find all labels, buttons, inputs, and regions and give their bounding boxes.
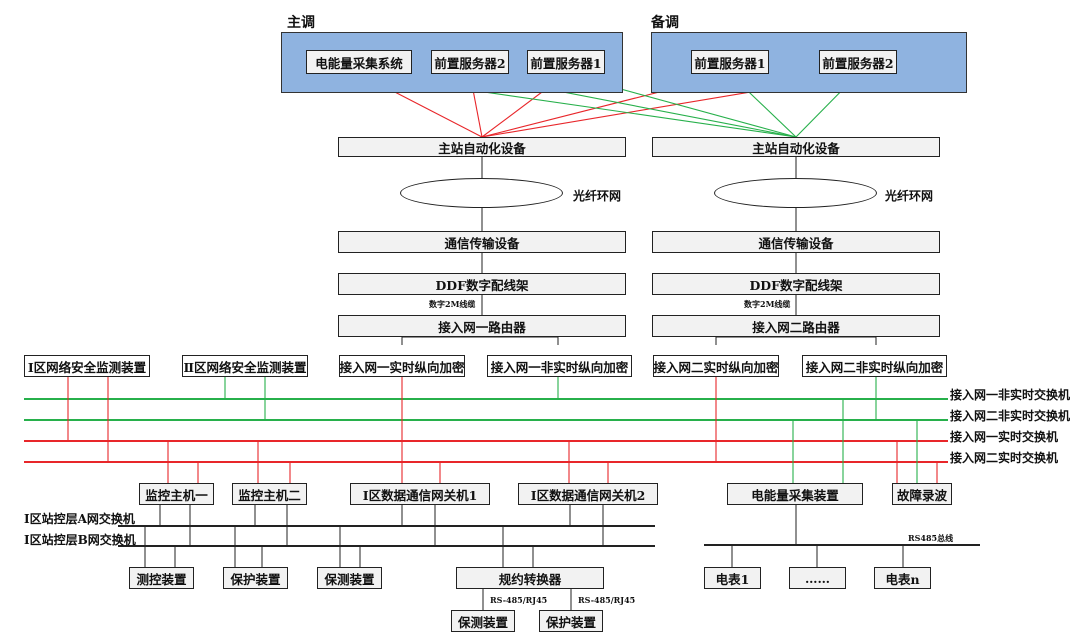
zone2-security-monitor[interactable]: Ⅱ区网络安全监测装置 [182, 355, 308, 377]
backup-fiber-ring-label: 光纤环网 [885, 189, 934, 203]
sub-device-protect-measure[interactable]: 保测装置 [451, 610, 515, 632]
backup-fiber-ring[interactable] [714, 178, 877, 208]
server-energy-system[interactable]: 电能量采集系统 [306, 50, 412, 74]
main-fiber-ring[interactable] [400, 178, 563, 208]
main-encrypt-realtime[interactable]: 接入网一实时纵向加密 [339, 355, 465, 377]
main-router[interactable]: 接入网一路由器 [338, 315, 626, 337]
meter-1[interactable]: 电表1 [704, 567, 761, 589]
bus-label-net1-rt: 接入网一实时交换机 [950, 430, 1059, 444]
server-front-2-backup[interactable]: 前置服务器2 [819, 50, 897, 74]
main-fiber-ring-label: 光纤环网 [573, 189, 622, 203]
backup-automation-device[interactable]: 主站自动化设备 [652, 137, 940, 157]
rs485-bus-label: RS485总线 [908, 533, 954, 543]
zone1-security-monitor[interactable]: Ⅰ区网络安全监测装置 [24, 355, 150, 377]
device-measure-control[interactable]: 测控装置 [129, 567, 194, 589]
protocol-converter[interactable]: 规约转换器 [456, 567, 604, 589]
bus-label-net2-nrt: 接入网二非实时交换机 [950, 409, 1071, 423]
backup-cable-label: 数字2M线缆 [744, 299, 791, 309]
backup-transmission-device[interactable]: 通信传输设备 [652, 231, 940, 253]
backup-encrypt-nonrealtime[interactable]: 接入网二非实时纵向加密 [802, 355, 947, 377]
gateway-1[interactable]: Ⅰ区数据通信网关机1 [350, 483, 490, 505]
server-front-1-main[interactable]: 前置服务器1 [527, 50, 605, 74]
main-ddf-frame[interactable]: DDF数字配线架 [338, 273, 626, 295]
main-cable-label: 数字2M线缆 [429, 299, 476, 309]
main-encrypt-nonrealtime[interactable]: 接入网一非实时纵向加密 [487, 355, 632, 377]
backup-encrypt-realtime[interactable]: 接入网二实时纵向加密 [653, 355, 779, 377]
bus-label-net1-nrt: 接入网一非实时交换机 [950, 388, 1071, 402]
device-protection[interactable]: 保护装置 [223, 567, 288, 589]
iface-label-1: RS-485/RJ45 [490, 595, 548, 605]
main-transmission-device[interactable]: 通信传输设备 [338, 231, 626, 253]
main-site-title: 主调 [287, 15, 315, 31]
bus-label-net2-rt: 接入网二实时交换机 [950, 451, 1059, 465]
monitor-host-1[interactable]: 监控主机一 [139, 483, 214, 505]
main-automation-device[interactable]: 主站自动化设备 [338, 137, 626, 157]
server-front-1-backup[interactable]: 前置服务器1 [691, 50, 769, 74]
backup-router[interactable]: 接入网二路由器 [652, 315, 940, 337]
backup-ddf-frame[interactable]: DDF数字配线架 [652, 273, 940, 295]
switch-a-label: Ⅰ区站控层A网交换机 [24, 512, 135, 526]
gateway-2[interactable]: Ⅰ区数据通信网关机2 [518, 483, 658, 505]
fault-recorder[interactable]: 故障录波 [892, 483, 952, 505]
switch-b-label: Ⅰ区站控层B网交换机 [24, 533, 136, 547]
sub-device-protection[interactable]: 保护装置 [539, 610, 603, 632]
monitor-host-2[interactable]: 监控主机二 [232, 483, 307, 505]
device-protect-measure[interactable]: 保测装置 [317, 567, 382, 589]
meter-n[interactable]: 电表n [874, 567, 931, 589]
meter-ellipsis[interactable]: …… [789, 567, 846, 589]
backup-site-title: 备调 [651, 15, 679, 31]
energy-collector[interactable]: 电能量采集装置 [727, 483, 863, 505]
iface-label-2: RS-485/RJ45 [578, 595, 636, 605]
server-front-2-main[interactable]: 前置服务器2 [431, 50, 509, 74]
